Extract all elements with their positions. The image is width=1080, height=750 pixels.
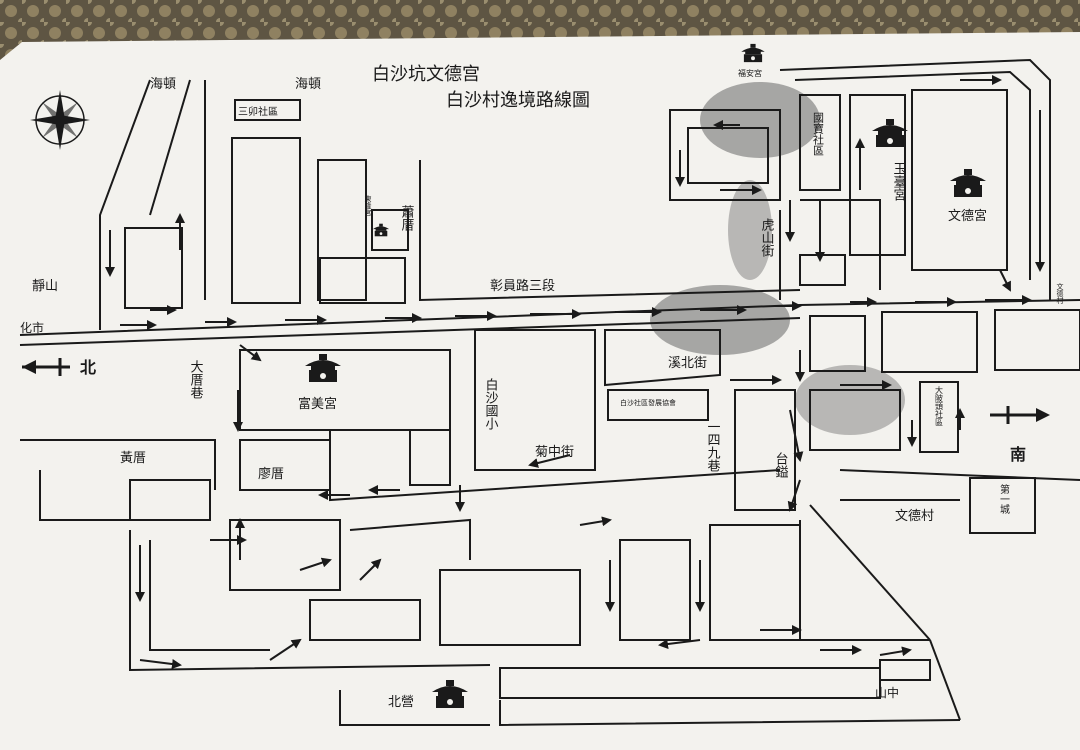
road-label-lane149: 一四九巷 xyxy=(705,420,721,472)
road-label-huangcuo: 黃厝 xyxy=(120,451,146,466)
place-label-shanzhong: 山中 xyxy=(875,685,899,700)
paper-sheet xyxy=(0,32,1080,750)
road-label-xibei: 溪北街 xyxy=(668,356,707,371)
place-label-diyi-cheng: 第一城 xyxy=(998,483,1010,515)
place-label-baisha-school: 白沙國小 xyxy=(483,377,499,431)
road-network xyxy=(19,58,1080,727)
map-title-line1: 白沙坑文德宫 xyxy=(372,64,480,85)
south-label: 南 xyxy=(1010,445,1026,464)
map-title-line2: 白沙村逸境路線圖 xyxy=(446,90,590,111)
place-label-baisha-assoc: 白沙社區發展協會 xyxy=(620,398,676,407)
place-label-dapi: 大陂頭社區 xyxy=(935,385,944,426)
place-label-wende-village: 文德村 xyxy=(895,509,934,524)
road-label-taiyu: 台鎰 xyxy=(773,452,789,478)
place-label-fumei: 富美宮 xyxy=(298,396,337,412)
place-label-wende-temple: 文德宮 xyxy=(948,208,987,224)
road-label-jingshan: 靜山 xyxy=(32,279,58,294)
place-label-beiying: 北營 xyxy=(388,695,414,710)
south-arrow-icon xyxy=(990,406,1050,424)
stain xyxy=(700,82,820,158)
place-label-fuan: 福安宮 xyxy=(738,68,762,78)
road-label-hushan: 虎山街 xyxy=(759,218,775,257)
route-arrows xyxy=(105,75,1045,669)
road-label-haidun-left: 海頓 xyxy=(150,77,176,92)
compass-rose-icon xyxy=(30,90,90,150)
place-label-xiaocuo: 蕭厝 xyxy=(399,205,415,231)
road-label-dacuo-xiang: 大厝巷 xyxy=(188,360,204,399)
road-label-haidun-right: 海頓 xyxy=(295,77,321,92)
road-label-zhangyuan: 彰員路三段 xyxy=(490,278,555,294)
north-label: 北 xyxy=(80,358,96,377)
road-label-huzhong: 菊中街 xyxy=(535,445,574,460)
road-label-huashi: 化市 xyxy=(20,320,44,335)
road-label-wende-small: 文德村 xyxy=(1056,282,1064,304)
place-label-yutai: 玉臺宮 xyxy=(891,162,907,201)
place-label-liaocuo: 廖厝 xyxy=(258,466,284,482)
north-arrow-icon xyxy=(22,358,70,376)
stain xyxy=(795,365,905,435)
place-label-guobao: 國寶社區 xyxy=(812,112,825,156)
place-label-dongfu: 東隆宮 xyxy=(364,194,372,217)
place-label-sanmao: 三卯社區 xyxy=(238,105,278,118)
stain xyxy=(728,180,772,280)
